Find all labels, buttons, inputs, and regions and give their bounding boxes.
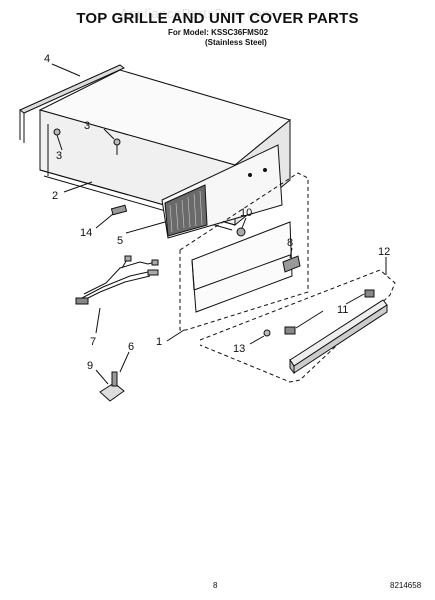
page-number: 8 xyxy=(213,581,218,590)
assembly-outline-kickplate xyxy=(199,269,396,383)
kickplate-bar xyxy=(289,299,388,375)
kickplate-screw xyxy=(249,329,271,345)
callout-6: 6 xyxy=(128,341,134,353)
callout-1: 1 xyxy=(156,336,162,348)
callout-9: 9 xyxy=(87,360,93,372)
assembly-outline-grille xyxy=(179,172,309,331)
callout-5: 5 xyxy=(117,235,123,247)
wiring-harness xyxy=(75,255,159,334)
thermostat-bracket xyxy=(95,351,130,402)
callout-10: 10 xyxy=(240,207,252,219)
callout-7: 7 xyxy=(90,336,96,348)
callout-2: 2 xyxy=(52,190,58,202)
kickplate-clip-right xyxy=(345,289,375,305)
callout-3b: 3 xyxy=(56,150,62,162)
kickplate-clip-left xyxy=(284,310,324,335)
variant-line: (Stainless Steel) xyxy=(205,38,267,47)
knob-part xyxy=(236,217,247,237)
bracket-part xyxy=(282,247,301,273)
vent-panel xyxy=(125,144,283,239)
model-line: For Model: KSSC36FMS02 xyxy=(168,28,269,37)
grille-front-panel xyxy=(191,221,293,313)
screw-upper xyxy=(103,128,121,155)
callout-13: 13 xyxy=(233,343,245,355)
callout-4: 4 xyxy=(44,53,50,65)
callout-8: 8 xyxy=(287,237,293,249)
callout-14: 14 xyxy=(80,227,92,239)
page-title: TOP GRILLE AND UNIT COVER PARTS xyxy=(76,10,359,27)
callout-11: 11 xyxy=(337,304,348,316)
clip-part xyxy=(95,204,128,229)
screw-left xyxy=(53,128,63,151)
callout-12: 12 xyxy=(378,246,390,258)
watermark-text: AppliancePartsPros.com xyxy=(120,6,274,21)
document-number: 8214658 xyxy=(390,581,422,590)
callout-3a: 3 xyxy=(84,120,90,132)
